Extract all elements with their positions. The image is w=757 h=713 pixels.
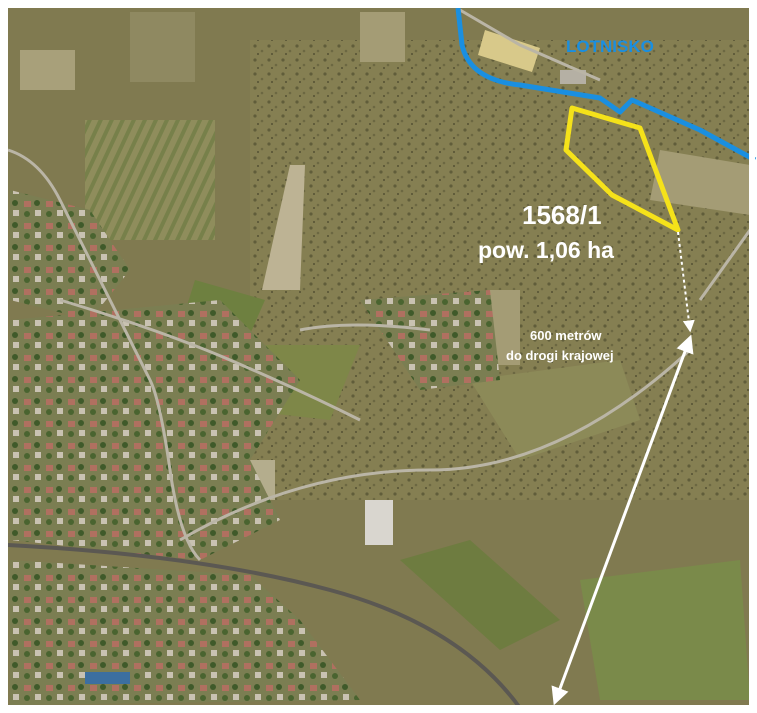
village-southeast — [10, 560, 360, 705]
industrial-building — [365, 500, 393, 545]
parcel-area-label: pow. 1,06 ha — [478, 237, 614, 263]
airport-building — [560, 70, 586, 84]
blue-roof-building — [85, 672, 130, 684]
parcel-id-label: 1568/1 — [522, 200, 602, 230]
railway — [7, 543, 522, 710]
scrubland — [250, 40, 750, 500]
airport-boundary — [455, 7, 757, 163]
distance-label-line2: do drogi krajowej — [506, 348, 614, 363]
airport-label: LOTNISKO — [566, 37, 654, 56]
distance-label-line1: 600 metrów — [530, 328, 602, 343]
airport-hangar — [478, 30, 540, 72]
village-east — [360, 290, 500, 390]
distance-arrow-long — [551, 334, 694, 706]
parcel-1568-1-outline[interactable] — [563, 105, 681, 233]
village-south — [10, 300, 300, 560]
distance-arrow-short — [677, 231, 695, 333]
village-north — [10, 190, 130, 320]
